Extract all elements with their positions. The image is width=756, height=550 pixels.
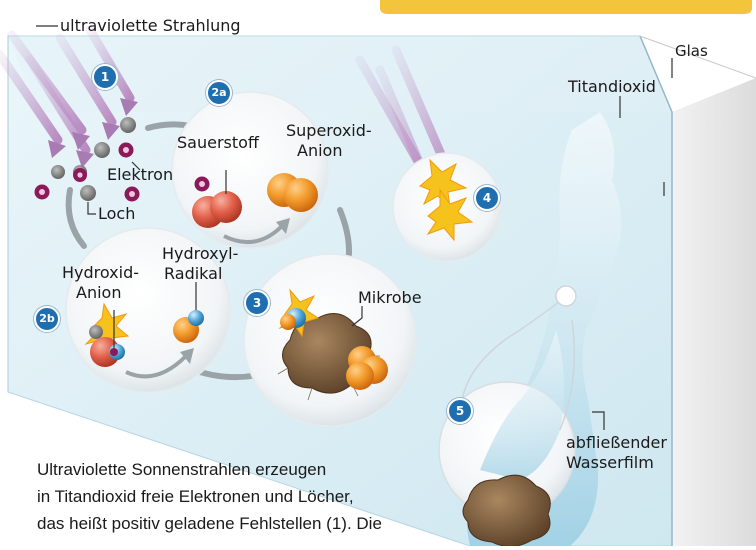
step-badge-5: 5 xyxy=(447,398,473,424)
label-elektron: Elektron xyxy=(107,166,173,184)
banner-box xyxy=(380,0,752,14)
caption-text: Ultraviolette Sonnenstrahlen erzeugen in… xyxy=(37,456,467,537)
label-superoxid-1: Superoxid- xyxy=(286,122,372,140)
glass-side xyxy=(672,78,756,546)
step-badge-1: 1 xyxy=(92,64,118,90)
step-badge-3: 3 xyxy=(244,290,270,316)
step-badge-4: 4 xyxy=(474,185,500,211)
label-wasserfilm-1: abfließender xyxy=(566,434,667,452)
step-badge-2b: 2b xyxy=(34,306,60,332)
label-glas: Glas xyxy=(675,42,708,60)
caption-line: das heißt positiv geladene Fehlstellen (… xyxy=(37,510,467,537)
caption-line: Ultraviolette Sonnenstrahlen erzeugen xyxy=(37,456,467,483)
caption-line: in Titandioxid freie Elektronen und Löch… xyxy=(37,483,467,510)
label-wasserfilm-2: Wasserfilm xyxy=(566,454,654,472)
label-uv: ultraviolette Strahlung xyxy=(60,17,241,35)
step-badge-2a: 2a xyxy=(206,80,232,106)
label-sauerstoff: Sauerstoff xyxy=(177,134,259,152)
label-hydroxyl-2: Radikal xyxy=(164,265,222,283)
label-hydroxyl-1: Hydroxyl- xyxy=(162,245,238,263)
label-mikrobe: Mikrobe xyxy=(358,289,422,307)
label-hydroxid-1: Hydroxid- xyxy=(62,264,139,282)
label-titandioxid: Titandioxid xyxy=(568,78,656,96)
label-hydroxid-2: Anion xyxy=(76,284,121,302)
label-superoxid-2: Anion xyxy=(297,142,342,160)
label-loch: Loch xyxy=(98,205,135,223)
bubble-2a xyxy=(172,92,328,248)
